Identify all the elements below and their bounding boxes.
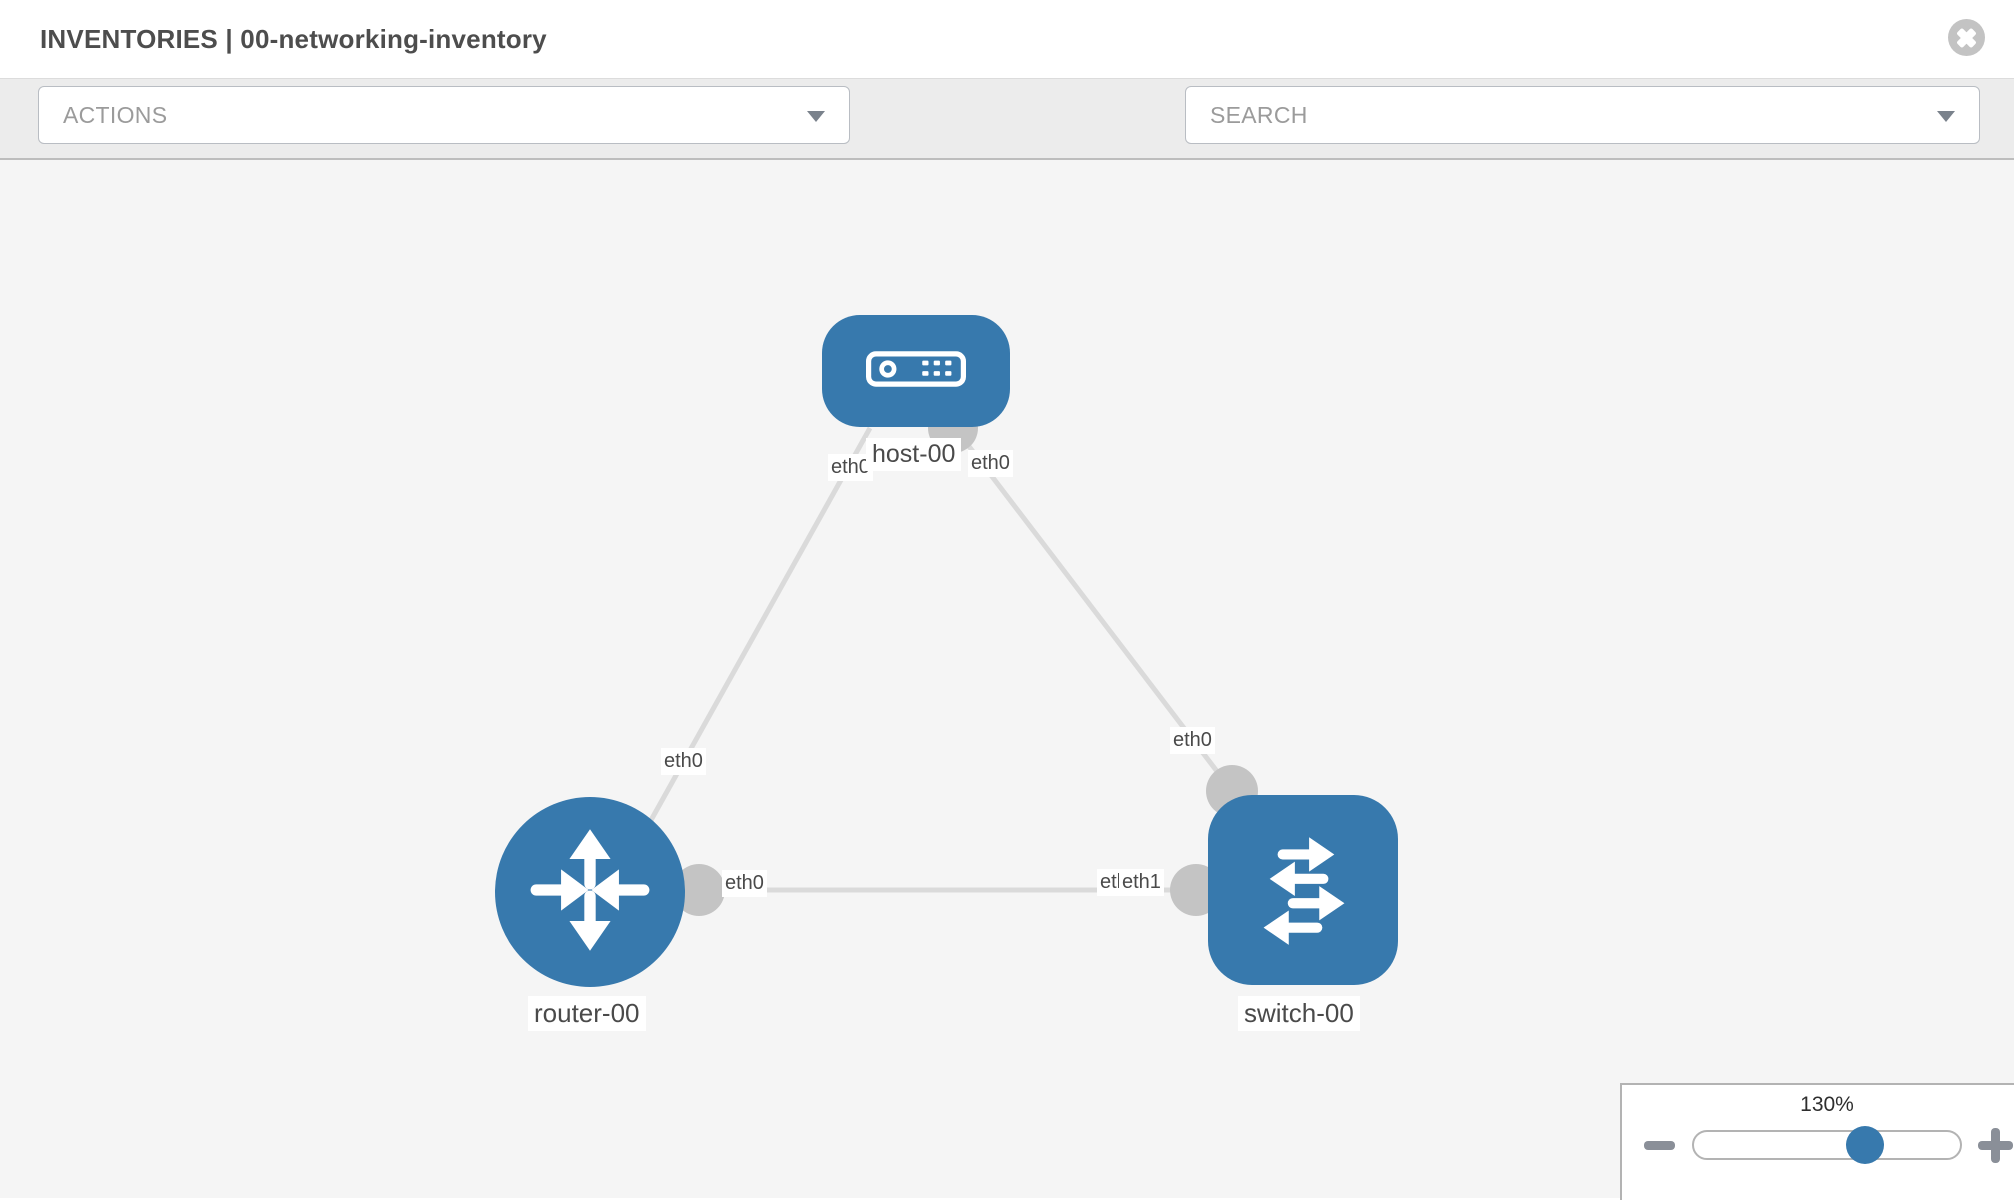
interface-label: eth0 xyxy=(722,870,767,897)
node-host-00[interactable] xyxy=(822,315,1010,427)
node-label-host-00: host-00 xyxy=(866,438,962,471)
port-dot-router[interactable] xyxy=(673,864,725,916)
chevron-down-icon xyxy=(1937,111,1955,122)
zoom-control-panel: 130% xyxy=(1620,1083,2014,1200)
zoom-level-value: 130% xyxy=(1800,1093,1854,1116)
host-icon xyxy=(866,350,966,393)
node-router-00[interactable] xyxy=(495,797,685,987)
interface-label: eth0 xyxy=(661,748,706,775)
page-title: INVENTORIES | 00-networking-inventory xyxy=(40,24,547,54)
node-label-switch-00: switch-00 xyxy=(1238,996,1360,1031)
search-dropdown[interactable]: SEARCH xyxy=(1185,86,1980,144)
node-switch-00[interactable] xyxy=(1208,795,1398,985)
interface-label: eth0 xyxy=(1170,727,1215,754)
node-label-router-00: router-00 xyxy=(528,996,646,1031)
chevron-down-icon xyxy=(807,111,825,122)
interface-label: eth0 xyxy=(968,450,1013,477)
page-header: INVENTORIES | 00-networking-inventory xyxy=(0,0,2014,78)
toolbar: ACTIONS SEARCH xyxy=(0,78,2014,212)
search-dropdown-label: SEARCH xyxy=(1210,102,1308,128)
interface-label: eth1 xyxy=(1119,869,1164,896)
zoom-in-button[interactable] xyxy=(1978,1128,2013,1163)
topology-canvas[interactable]: eth0 host-00 eth0 eth0 eth0 router-00 et… xyxy=(0,160,2014,1198)
zoom-out-button[interactable] xyxy=(1644,1141,1675,1150)
zoom-slider-track[interactable] xyxy=(1692,1130,1962,1160)
router-icon xyxy=(528,828,652,957)
switch-icon xyxy=(1242,827,1364,954)
interface-label: eth0 xyxy=(828,454,873,481)
actions-dropdown-label: ACTIONS xyxy=(63,102,168,128)
topology-links-layer xyxy=(592,403,1258,916)
zoom-slider-handle[interactable] xyxy=(1846,1126,1884,1164)
close-icon[interactable] xyxy=(1948,19,1985,56)
actions-dropdown[interactable]: ACTIONS xyxy=(38,86,850,144)
